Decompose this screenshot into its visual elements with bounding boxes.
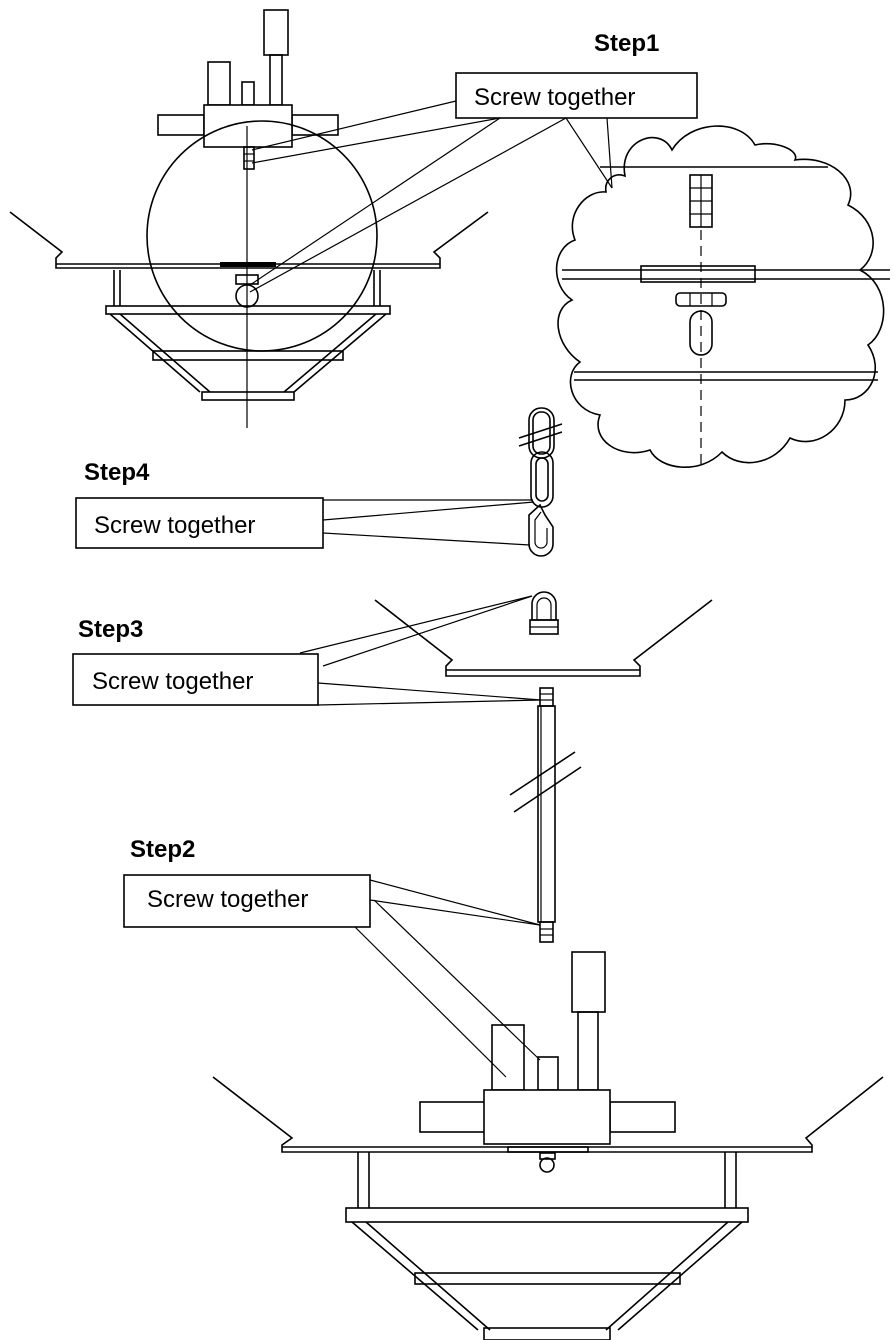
step1-detail-cloud bbox=[555, 125, 890, 470]
step2-label-box bbox=[123, 874, 371, 928]
step1-label-box bbox=[455, 72, 698, 119]
step4-label-box bbox=[75, 497, 324, 549]
step4-heading: Step4 bbox=[84, 459, 150, 486]
step1-label: Screw together bbox=[474, 84, 635, 111]
step3-callout: Step3 Screw together bbox=[72, 616, 319, 706]
step3-canopy bbox=[374, 591, 713, 943]
step2-heading: Step2 bbox=[130, 836, 195, 863]
step3-label: Screw together bbox=[92, 668, 253, 695]
step4-chain bbox=[518, 407, 563, 557]
step2-label: Screw together bbox=[147, 886, 308, 913]
step1-fixture bbox=[9, 9, 489, 428]
step2-callout: Step2 Screw together bbox=[123, 836, 371, 928]
step2-fixture bbox=[212, 951, 884, 1340]
step4-callout: Step4 Screw together bbox=[75, 459, 324, 549]
step3-heading: Step3 bbox=[78, 616, 143, 643]
step3-label-box bbox=[72, 653, 319, 706]
step1-heading: Step1 bbox=[594, 30, 659, 57]
step4-label: Screw together bbox=[94, 512, 255, 539]
leader-lines bbox=[249, 100, 613, 1078]
step1-callout: Step1 Screw together bbox=[455, 30, 698, 119]
